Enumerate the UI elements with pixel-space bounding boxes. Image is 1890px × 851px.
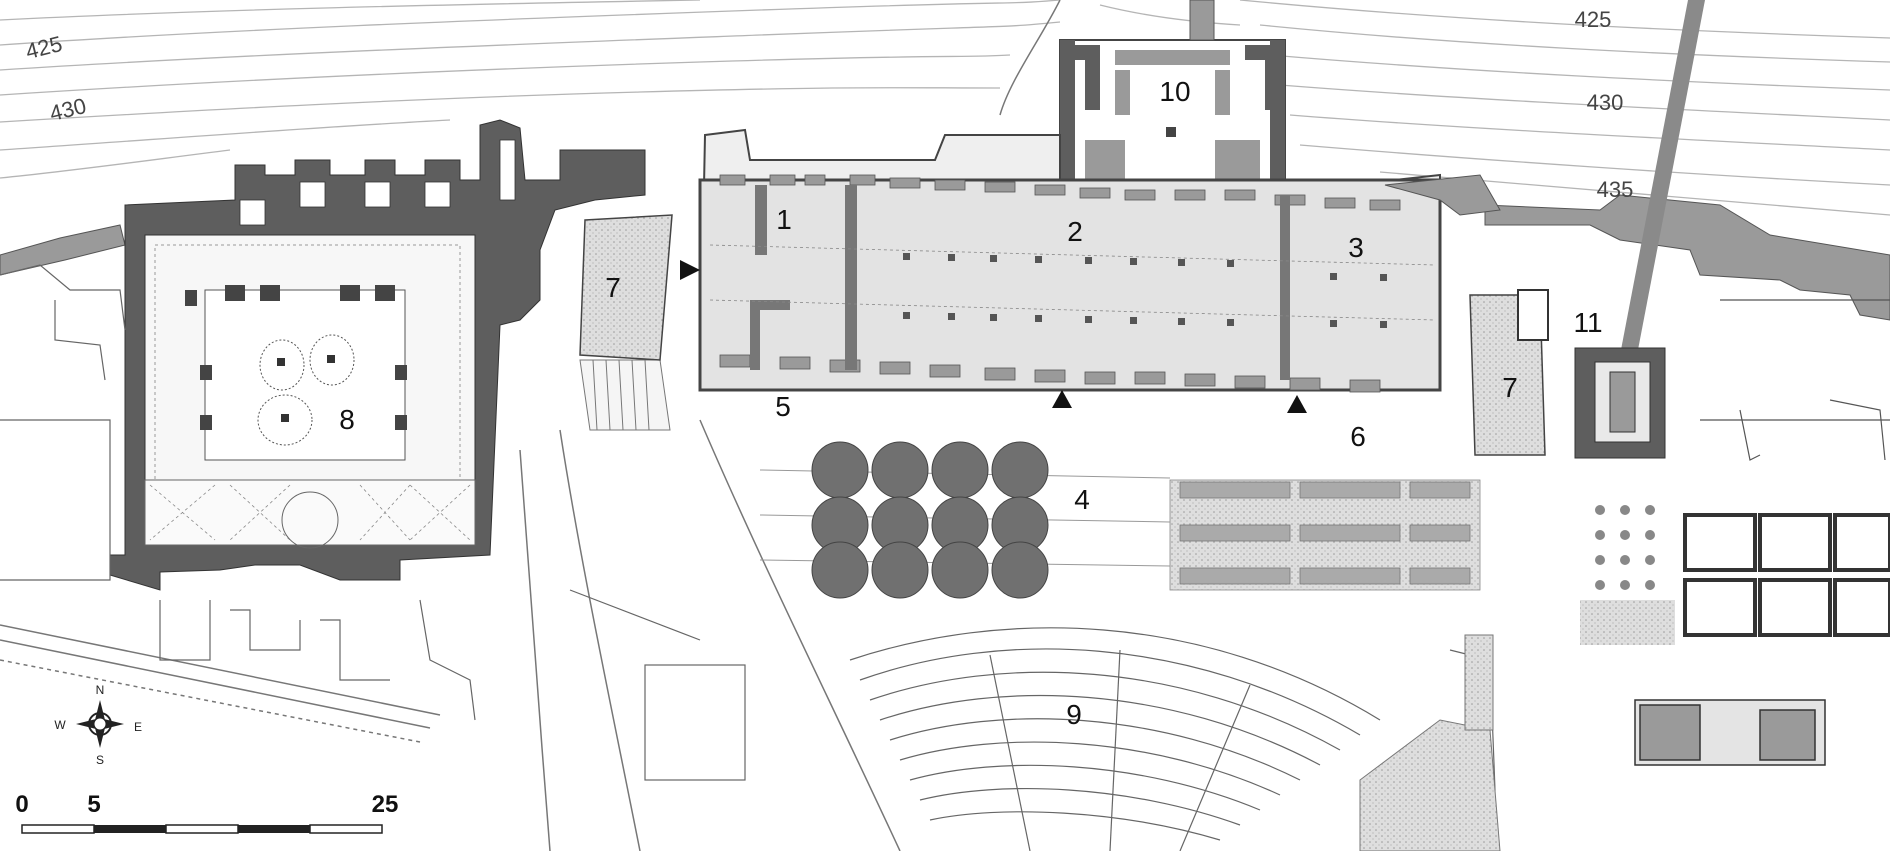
right-grid-dots xyxy=(1595,505,1655,590)
ridge-wall xyxy=(0,224,126,276)
aqueduct-line xyxy=(1620,0,1705,355)
building-10 xyxy=(1059,0,1286,201)
ridge-wall-right xyxy=(1484,194,1890,321)
entrance-arrows xyxy=(680,260,1307,413)
compass-n: N xyxy=(95,683,105,697)
building-11 xyxy=(1574,347,1666,459)
right-grid-structures xyxy=(1683,513,1890,637)
compass-w: W xyxy=(54,718,66,732)
scale-bar xyxy=(21,824,383,834)
label-2: 2 xyxy=(1067,216,1083,247)
label-8: 8 xyxy=(339,404,355,435)
bottom-right-building xyxy=(1634,699,1826,766)
compass-rose xyxy=(76,700,124,748)
right-ruins xyxy=(1700,299,1890,461)
label-5: 5 xyxy=(775,391,791,422)
amphitheater xyxy=(849,627,1381,851)
scale-label-5: 5 xyxy=(87,791,101,818)
right-stipple-pad xyxy=(1580,600,1675,645)
label-7-left: 7 xyxy=(605,272,621,303)
compass-s: S xyxy=(95,753,105,767)
main-hall xyxy=(698,128,1501,393)
contour-label-425-right: 425 xyxy=(1574,7,1612,32)
contour-label-435-right: 435 xyxy=(1596,177,1634,202)
label-1: 1 xyxy=(776,204,792,235)
label-6: 6 xyxy=(1350,421,1366,452)
contour-label-430-right: 430 xyxy=(1586,90,1624,115)
bottom-right-pad xyxy=(1359,719,1501,851)
scale-label-0: 0 xyxy=(15,791,29,818)
palm-trees xyxy=(811,441,1049,599)
side-path xyxy=(1464,634,1494,731)
scale-label-25: 25 xyxy=(371,791,399,818)
left-ruins xyxy=(0,264,476,721)
label-4: 4 xyxy=(1074,484,1090,515)
label-11: 11 xyxy=(1573,307,1603,338)
label-9: 9 xyxy=(1066,699,1082,730)
stairway xyxy=(579,359,671,431)
label-3: 3 xyxy=(1348,232,1364,263)
building-8-complex xyxy=(109,119,646,591)
label-10: 10 xyxy=(1159,76,1191,107)
building-7-left xyxy=(579,214,673,361)
bottom-plots xyxy=(569,589,1496,791)
label-7-right: 7 xyxy=(1502,372,1518,403)
small-kiosk xyxy=(1517,289,1549,341)
roads xyxy=(0,0,1061,851)
compass-e: E xyxy=(133,720,143,734)
